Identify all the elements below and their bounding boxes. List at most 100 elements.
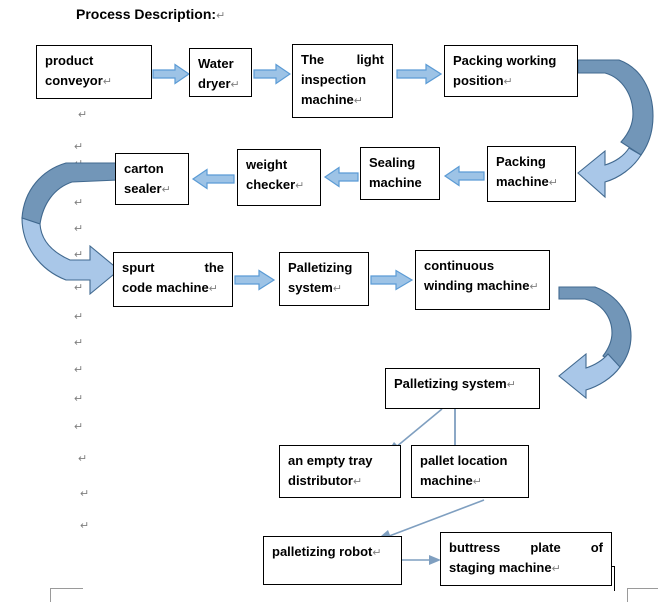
arrow-sealing-to-weight	[323, 166, 359, 188]
return-mark-1: ↵	[74, 141, 84, 153]
arrow-conveyor-to-dryer	[152, 63, 190, 85]
arrow-dryer-to-inspection	[253, 63, 291, 85]
box-text-line: continuous	[424, 258, 495, 273]
box-text-line: system↵	[288, 280, 343, 295]
return-mark-9: ↵	[74, 364, 84, 376]
box-text-word: spurt	[122, 260, 155, 275]
paragraph-mark: ↵	[472, 476, 482, 488]
arrow-packing-machine-to-sealing	[443, 165, 485, 187]
process-box-pallet-location-machine[interactable]: pallet location machine↵	[411, 445, 529, 498]
box-text-line: machine↵	[420, 473, 482, 488]
return-mark-13: ↵	[80, 488, 90, 500]
page-corner-mark-bottom-left	[50, 588, 83, 602]
page-title-text: Process Description:	[76, 6, 217, 22]
process-box-water-dryer[interactable]: Water dryer↵	[189, 48, 252, 97]
return-mark-7: ↵	[74, 311, 84, 323]
process-box-palletizing-system-upper[interactable]: Palletizing system↵	[279, 252, 369, 306]
paragraph-mark: ↵	[529, 281, 539, 293]
return-mark-12: ↵	[78, 453, 88, 465]
box-text-line: staging machine↵	[449, 560, 561, 575]
box-text-line: Palletizing	[288, 260, 353, 275]
process-box-packing-machine[interactable]: Packing machine↵	[487, 146, 576, 202]
box-text-line: winding machine↵	[424, 278, 539, 293]
paragraph-mark: ↵	[295, 180, 305, 192]
process-box-product-conveyor[interactable]: product conveyor↵	[36, 45, 152, 99]
paragraph-mark: ↵	[506, 379, 516, 391]
return-mark-6: ↵	[74, 282, 84, 294]
box-text-line: spurt the	[122, 258, 224, 278]
box-text-line: checker↵	[246, 177, 305, 192]
box-text-line: Water	[198, 56, 234, 71]
box-text-line: Packing	[496, 154, 546, 169]
curve-carton-sealer-to-spurt	[21, 162, 120, 296]
thin-robot-to-buttress	[402, 555, 441, 565]
title-paragraph-mark: ↵	[216, 10, 226, 22]
paragraph-mark: ↵	[372, 547, 382, 559]
box-text-line: pallet location	[420, 453, 508, 468]
box-text-line: Palletizing system↵	[394, 376, 516, 391]
curve-packing-position-to-packing-machine	[577, 59, 654, 199]
return-mark-4: ↵	[74, 223, 84, 235]
arrow-spurt-to-palletizing	[234, 269, 276, 291]
process-box-buttress-plate-of-staging-machine[interactable]: buttress plate of staging machine↵	[440, 532, 612, 586]
box-text-word: plate	[530, 540, 561, 555]
box-text-line: distributor↵	[288, 473, 363, 488]
box-text-line: conveyor↵	[45, 73, 113, 88]
box-text-word: of	[590, 540, 603, 555]
box-text-line: machine↵	[496, 174, 558, 189]
box-text-word: The	[301, 52, 325, 67]
process-box-palletizing-robot[interactable]: palletizing robot↵	[263, 536, 402, 585]
box-text-line: position↵	[453, 73, 513, 88]
paragraph-mark: ↵	[353, 95, 363, 107]
page-title: Process Description:↵	[76, 6, 225, 22]
arrow-palletizing-to-winding	[370, 269, 414, 291]
box-text-word: light	[356, 52, 384, 67]
box-text-line: product	[45, 53, 94, 68]
process-box-light-inspection-machine[interactable]: The light inspection machine↵	[292, 44, 393, 118]
box-text-line: dryer↵	[198, 76, 240, 91]
box-text-line: an empty tray	[288, 453, 373, 468]
paragraph-mark: ↵	[353, 476, 363, 488]
box-text-line: The light	[301, 50, 384, 70]
paragraph-mark: ↵	[332, 283, 343, 295]
paragraph-mark: ↵	[503, 76, 513, 88]
arrow-weight-to-carton	[191, 168, 235, 190]
paragraph-mark: ↵	[230, 79, 240, 91]
return-mark-10: ↵	[74, 393, 84, 405]
box-text-line: carton	[124, 161, 164, 176]
box-text-line: code machine↵	[122, 280, 218, 295]
box-text-line: buttress plate of	[449, 538, 603, 558]
paragraph-mark: ↵	[548, 177, 558, 189]
return-mark-5: ↵	[74, 249, 84, 261]
paragraph-mark: ↵	[208, 283, 218, 295]
process-box-spurt-the-code-machine[interactable]: spurt the code machine↵	[113, 252, 233, 307]
box-text-line: machine↵	[301, 92, 363, 107]
return-mark-0: ↵	[78, 109, 88, 121]
box-text-line: palletizing robot↵	[272, 544, 382, 559]
paragraph-mark: ↵	[161, 184, 171, 196]
return-mark-11: ↵	[74, 421, 84, 433]
process-box-carton-sealer[interactable]: carton sealer↵	[115, 153, 189, 205]
process-box-palletizing-system-lower[interactable]: Palletizing system↵	[385, 368, 540, 409]
box-text-line: machine	[369, 175, 422, 190]
return-mark-3: ↵	[74, 197, 84, 209]
process-box-sealing-machine[interactable]: Sealing machine	[360, 147, 440, 200]
box-text-word: the	[204, 260, 225, 275]
return-mark-14: ↵	[80, 520, 90, 532]
box-text-line: sealer↵	[124, 181, 171, 196]
paragraph-mark: ↵	[551, 563, 561, 575]
process-box-packing-working-position[interactable]: Packing working position↵	[444, 45, 578, 97]
curve-winding-to-palletizing-system	[558, 286, 632, 400]
return-mark-8: ↵	[74, 337, 84, 349]
process-box-continuous-winding-machine[interactable]: continuous winding machine↵	[415, 250, 550, 310]
box-text-line: Sealing	[369, 155, 416, 170]
paragraph-mark: ↵	[102, 76, 113, 88]
box-text-word: buttress	[449, 540, 501, 555]
box-text-line: inspection	[301, 72, 367, 87]
box-text-line: Packing working	[453, 53, 557, 68]
arrow-inspection-to-packing-position	[396, 63, 442, 85]
page-corner-mark-bottom-right	[627, 588, 658, 602]
process-box-empty-tray-distributor[interactable]: an empty tray distributor↵	[279, 445, 401, 498]
